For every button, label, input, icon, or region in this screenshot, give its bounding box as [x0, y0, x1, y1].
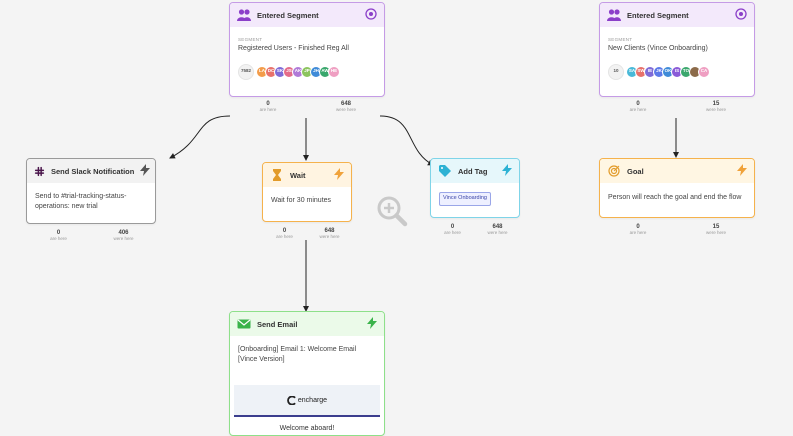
segment-kicker: SEGMENT	[608, 37, 633, 42]
tag-icon	[438, 164, 452, 178]
people-count: 10	[608, 63, 624, 80]
stat-label: are here	[259, 107, 277, 112]
bolt-icon[interactable]	[334, 168, 344, 182]
slack-icon	[34, 164, 45, 178]
stat-label: are here	[50, 236, 67, 241]
stat-label: were here	[487, 230, 508, 235]
stat-are-here: 0	[636, 224, 640, 230]
zoom-in-icon[interactable]	[376, 195, 408, 227]
send-email-node[interactable]: Send Email [Onboarding] Email 1: Welcome…	[229, 311, 385, 436]
target-icon[interactable]	[365, 8, 377, 22]
brand-name: encharge	[297, 396, 328, 404]
segment-name: Registered Users - Finished Reg All	[238, 44, 349, 52]
goal-node[interactable]: Goal Person will reach the goal and end …	[599, 158, 755, 218]
slack-notification-node[interactable]: Send Slack Notification Send to #trial-t…	[26, 158, 156, 224]
entered-segment-node-1[interactable]: Entered Segment SEGMENT Registered Users…	[229, 2, 385, 97]
stat-label: were here	[705, 230, 726, 235]
stat-were-here: 648	[340, 101, 351, 107]
avatar: HE	[328, 65, 340, 78]
encharge-logo-icon: encharge	[287, 395, 328, 405]
stat-were-here: 406	[118, 230, 129, 236]
stat-label: were here	[319, 234, 340, 239]
segment-name: New Clients (Vince Onboarding)	[608, 44, 708, 52]
goal-target-icon	[607, 164, 621, 178]
edge-segment1-tag	[379, 115, 434, 166]
node-header: Send Slack Notification	[27, 159, 155, 183]
avatar: CA	[698, 65, 710, 78]
stat-are-here: 0	[266, 101, 270, 107]
stat-are-here: 0	[282, 228, 287, 234]
email-preview[interactable]: encharge	[234, 385, 380, 417]
stat-label: are here	[629, 230, 647, 235]
stat-were-here: 648	[324, 228, 335, 234]
users-icon	[607, 8, 621, 22]
node-title: Entered Segment	[257, 10, 319, 20]
tag-chip: Vince Onboarding	[439, 192, 491, 206]
stat-label: are here	[276, 234, 293, 239]
target-icon[interactable]	[735, 8, 747, 22]
entered-segment-node-2[interactable]: Entered Segment SEGMENT New Clients (Vin…	[599, 2, 755, 97]
envelope-icon	[237, 317, 251, 331]
email-subject: [Onboarding] Email 1: Welcome Email [Vin…	[238, 346, 357, 364]
node-title: Goal	[627, 166, 644, 176]
people-count: 7582	[238, 63, 254, 80]
stat-are-here: 0	[450, 224, 455, 230]
stat-are-here: 0	[56, 230, 61, 236]
bolt-icon[interactable]	[367, 317, 377, 331]
email-preview-text: Welcome aboard!	[279, 425, 335, 432]
node-header: Entered Segment	[230, 3, 384, 27]
node-title: Entered Segment	[627, 10, 689, 20]
add-tag-node[interactable]: Add Tag Vince Onboarding	[430, 158, 520, 218]
stat-are-here: 0	[636, 101, 640, 107]
stat-label: are here	[629, 107, 647, 112]
users-icon	[237, 8, 251, 22]
node-description: Person will reach the goal and end the f…	[608, 194, 742, 201]
node-header: Entered Segment	[600, 3, 754, 27]
node-title: Add Tag	[458, 166, 488, 176]
stat-label: were here	[705, 107, 726, 112]
segment-kicker: SEGMENT	[238, 37, 263, 42]
stat-were-here: 648	[492, 224, 503, 230]
hourglass-icon	[270, 168, 284, 182]
bolt-icon[interactable]	[737, 164, 747, 178]
node-title: Send Email	[257, 319, 298, 329]
node-header: Add Tag	[431, 159, 519, 183]
node-header: Send Email	[230, 312, 384, 336]
stat-label: are here	[444, 230, 461, 235]
edge-segment1-slack	[169, 115, 231, 159]
node-header: Wait	[263, 163, 351, 187]
wait-node[interactable]: Wait Wait for 30 minutes	[262, 162, 352, 222]
node-description: Wait for 30 minutes	[271, 197, 332, 204]
node-header: Goal	[600, 159, 754, 183]
stat-were-here: 15	[712, 224, 720, 230]
stat-label: were here	[335, 107, 356, 112]
bolt-icon[interactable]	[140, 164, 151, 178]
stat-label: were here	[113, 236, 134, 241]
node-title: Send Slack Notification	[51, 166, 135, 176]
node-title: Wait	[290, 170, 306, 180]
node-description: Send to #trial-tracking-status-operation…	[35, 193, 127, 211]
stat-were-here: 15	[712, 101, 720, 107]
bolt-icon[interactable]	[502, 164, 512, 178]
